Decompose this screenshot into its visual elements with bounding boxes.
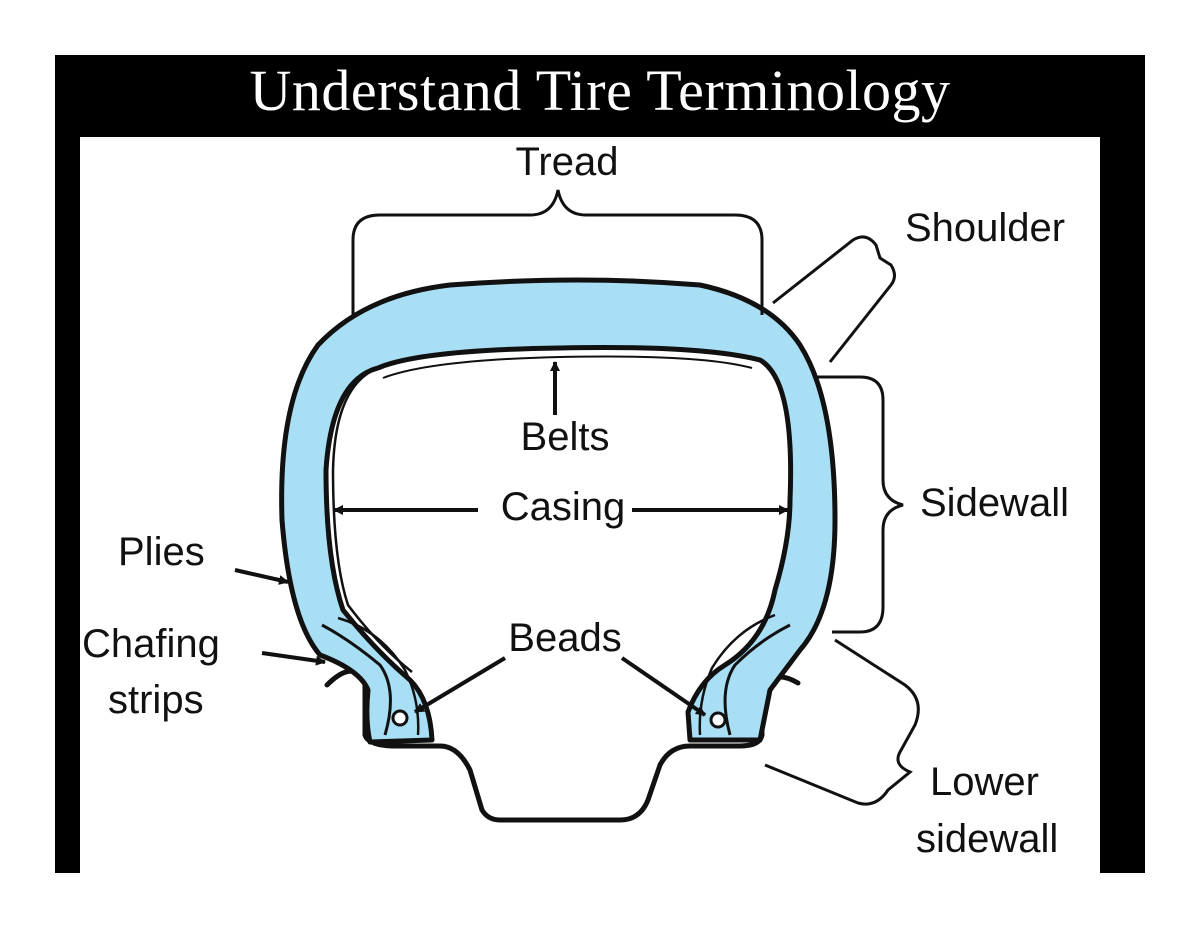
ply-wrap-right bbox=[723, 623, 791, 736]
lower-sidewall-bracket bbox=[764, 638, 920, 806]
beads-arrow-right bbox=[620, 656, 707, 717]
label-shoulder: Shoulder bbox=[905, 206, 1065, 250]
tread-bracket bbox=[351, 189, 764, 315]
plies-arrow bbox=[234, 568, 289, 585]
sidewall-bracket bbox=[815, 375, 904, 634]
label-tread: Tread bbox=[515, 140, 618, 184]
label-lower-line2: sidewall bbox=[916, 817, 1058, 861]
ply-wrap-left-inner bbox=[337, 616, 420, 736]
belts-line bbox=[382, 355, 753, 379]
chafing-arrow bbox=[261, 651, 326, 666]
shoulder-bracket bbox=[772, 235, 896, 363]
bead-wire-left bbox=[391, 709, 409, 727]
slide-title: Understand Tire Terminology bbox=[249, 58, 951, 123]
label-chafing-line1: Chafing bbox=[82, 622, 220, 666]
bead-wire-right bbox=[709, 711, 727, 729]
label-chafing-line2: strips bbox=[108, 678, 204, 722]
label-casing: Casing bbox=[501, 485, 626, 529]
label-sidewall: Sidewall bbox=[920, 481, 1069, 525]
label-belts: Belts bbox=[521, 415, 610, 459]
diagram-panel bbox=[80, 137, 1100, 873]
casing-liner bbox=[377, 346, 792, 667]
label-beads: Beads bbox=[508, 616, 621, 660]
beads-arrow-left bbox=[413, 656, 507, 714]
label-plies: Plies bbox=[118, 530, 205, 574]
label-lower-line1: Lower bbox=[930, 760, 1039, 804]
ply-wrap-left bbox=[321, 623, 392, 736]
